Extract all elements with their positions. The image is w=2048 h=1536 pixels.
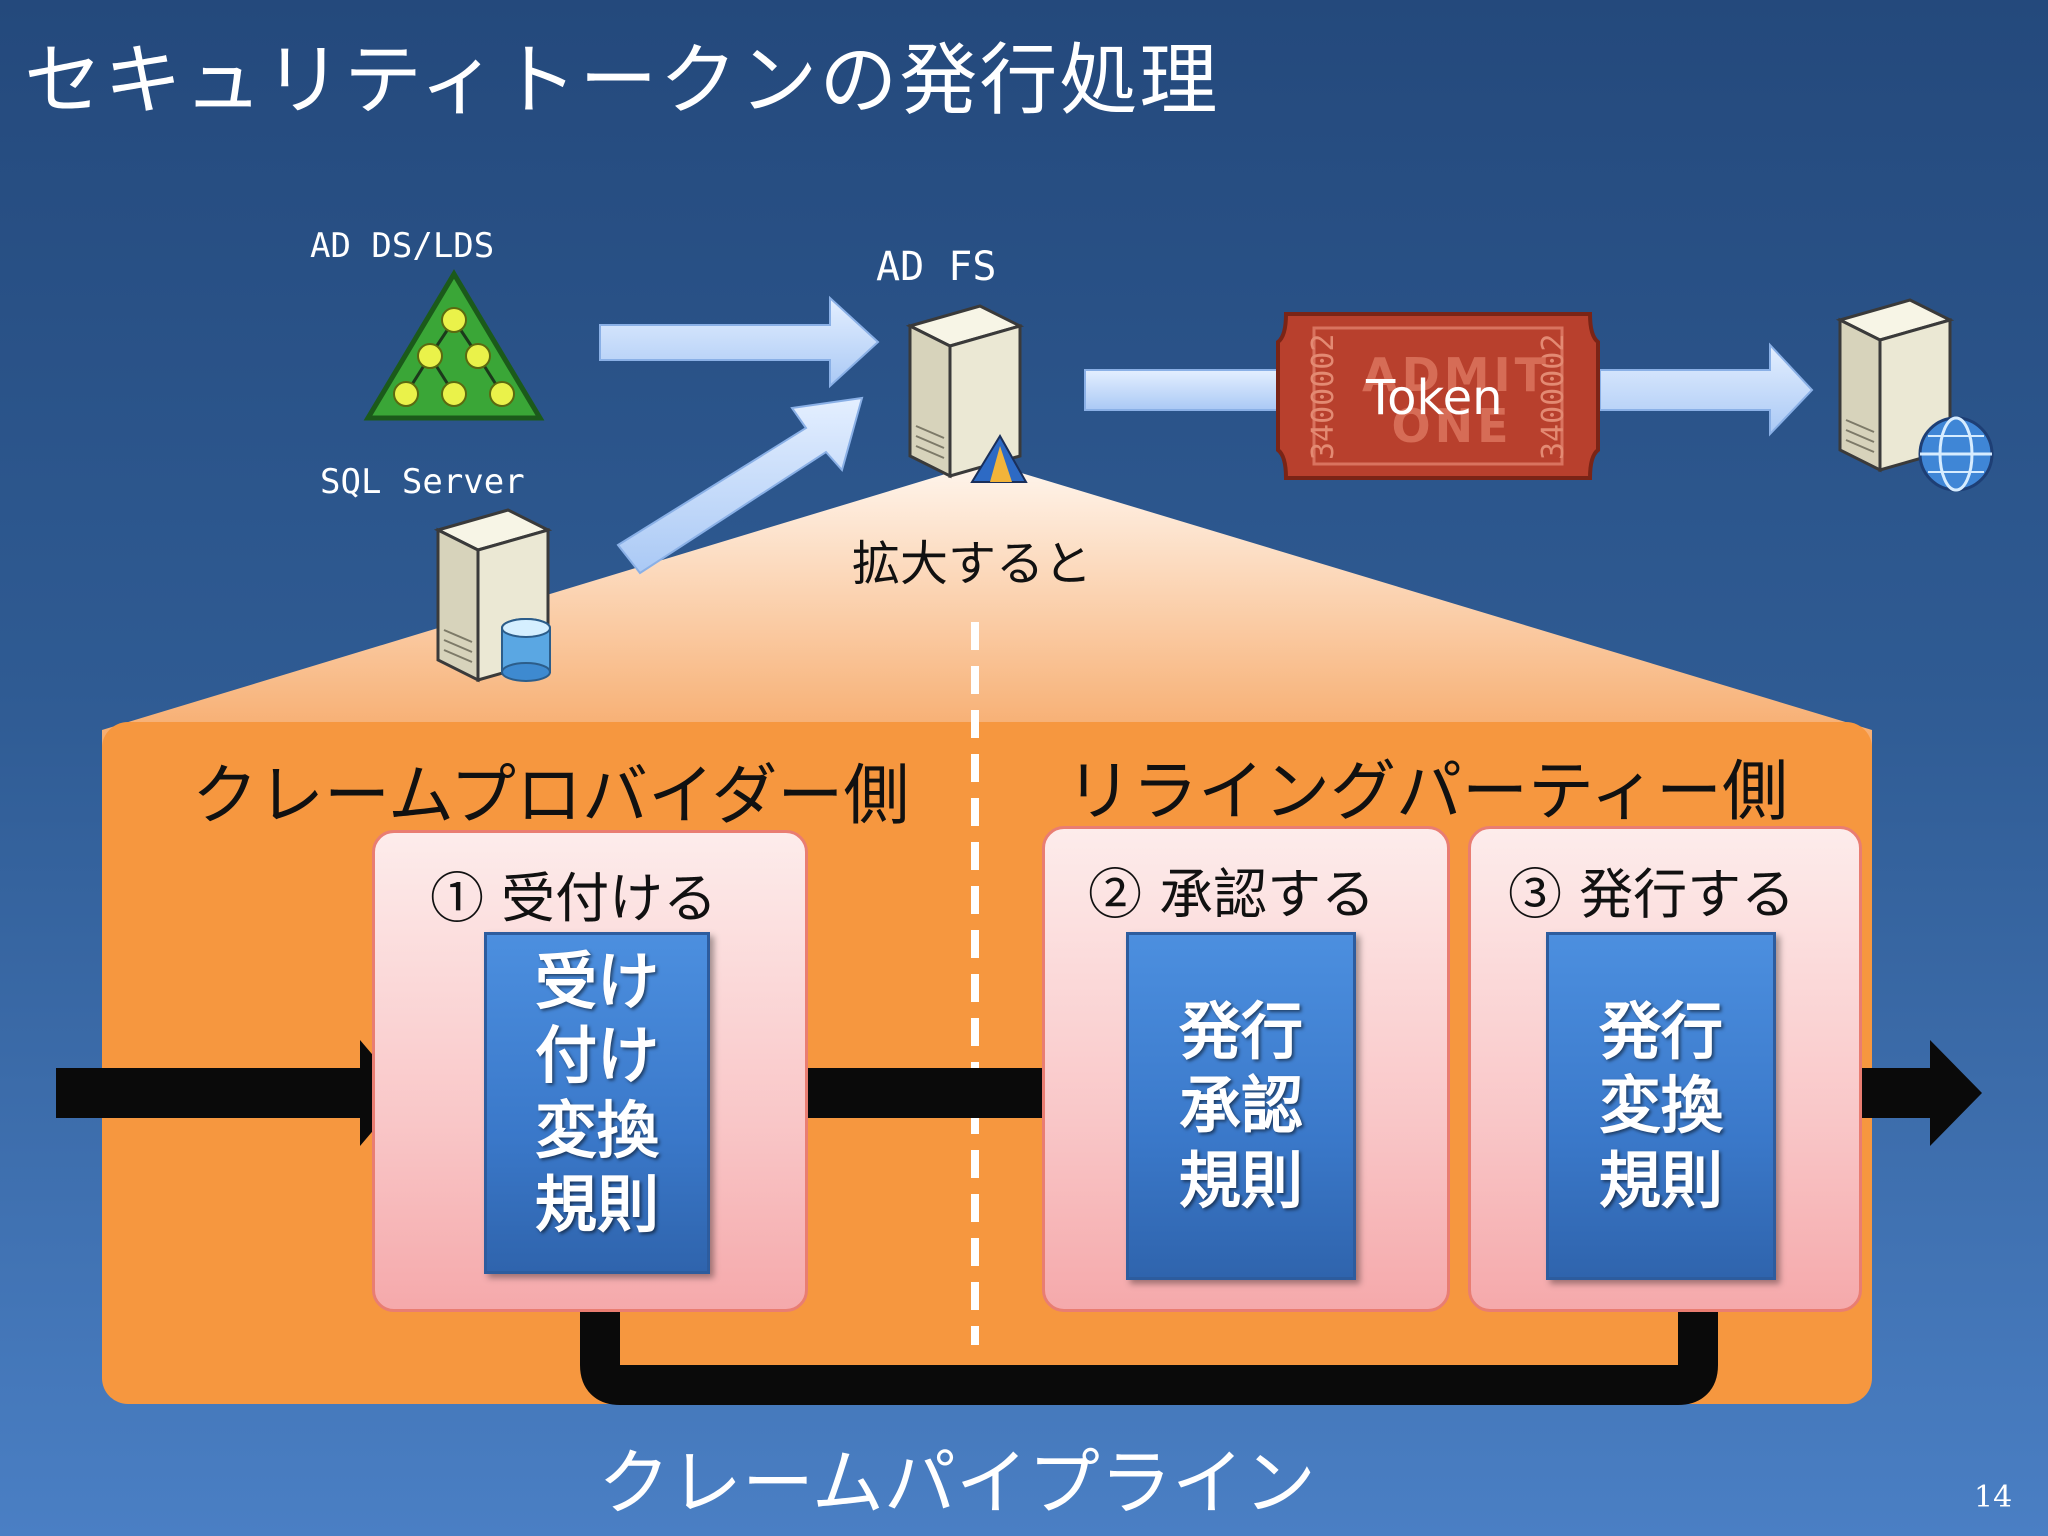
sql-server-label: SQL Server bbox=[320, 462, 525, 502]
relying-party-side-label: リライングパーティー側 bbox=[1066, 753, 1789, 830]
arrow-token-to-rp bbox=[1599, 342, 1814, 437]
adfs-label: AD FS bbox=[876, 244, 997, 290]
claim-pipeline-caption: クレームパイプライン bbox=[598, 1441, 1316, 1525]
rule-line: 規則 bbox=[1178, 1143, 1303, 1217]
rule-line: 変換 bbox=[534, 1093, 659, 1167]
rule-line: 発行 bbox=[1598, 995, 1723, 1068]
rule-line: 規則 bbox=[1598, 1143, 1723, 1217]
token-stamp-left: 3400002 bbox=[1306, 333, 1341, 460]
stage-issue-label: ③ 発行する bbox=[1508, 863, 1796, 926]
rule-line: 変換 bbox=[1598, 1069, 1723, 1143]
sql-server-icon bbox=[433, 508, 553, 683]
rule-line: 発行 bbox=[1178, 995, 1303, 1068]
adfs-server-icon bbox=[905, 304, 1028, 483]
arrow-adfs-to-token bbox=[1084, 369, 1286, 411]
directory-tree-icon bbox=[363, 269, 545, 421]
rule-line: 受け bbox=[534, 945, 659, 1018]
pipeline-arrow-out bbox=[1803, 1040, 1982, 1146]
page-number: 14 bbox=[1974, 1480, 2013, 1515]
token-label: Token bbox=[1366, 370, 1503, 426]
arrow-sql-to-adfs bbox=[616, 396, 864, 575]
slide-title: セキュリティトークンの発行処理 bbox=[24, 36, 1220, 126]
enlarge-label: 拡大すると bbox=[852, 536, 1093, 592]
stage-authorize-label: ② 承認する bbox=[1088, 863, 1376, 926]
rule-line: 承認 bbox=[1178, 1069, 1303, 1143]
rule-line: 規則 bbox=[534, 1168, 659, 1242]
acceptance-transform-rules: 受け 付け 変換 規則 bbox=[484, 932, 710, 1274]
stage-accept-label: ① 受付ける bbox=[430, 867, 718, 930]
issuance-transform-rules: 発行 変換 規則 bbox=[1546, 932, 1776, 1280]
claim-provider-side-label: クレームプロバイダー側 bbox=[192, 757, 910, 834]
pipeline-arrow-in bbox=[56, 1040, 405, 1146]
rule-line: 付け bbox=[534, 1019, 659, 1093]
pipeline-arrow-mid bbox=[763, 1040, 1105, 1146]
arrow-adds-to-adfs bbox=[599, 295, 880, 389]
bypass-connector bbox=[580, 1270, 1718, 1405]
token-ticket-icon bbox=[1276, 312, 1600, 480]
issuance-authorization-rules: 発行 承認 規則 bbox=[1126, 932, 1356, 1280]
relying-party-server-icon bbox=[1835, 298, 1994, 492]
token-admit-text: ADMIT ONE bbox=[1362, 348, 1551, 453]
adds-label: AD DS/LDS bbox=[310, 226, 495, 266]
